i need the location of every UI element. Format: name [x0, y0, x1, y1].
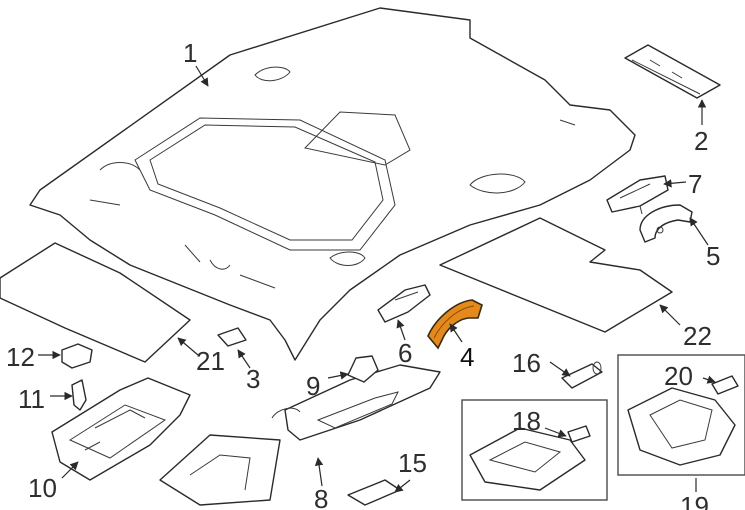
- detail-box-20: [617, 354, 745, 476]
- callout-5: 5: [706, 241, 720, 271]
- leader-3: [237, 349, 251, 369]
- bulb-part-16: [561, 361, 603, 389]
- callout-7: 7: [688, 169, 702, 199]
- callout-9: 9: [306, 371, 320, 401]
- clip-part-7: [606, 175, 669, 215]
- leader-10: [61, 461, 79, 479]
- leader-18: [544, 427, 567, 438]
- leader-lines: [38, 65, 716, 493]
- callout-6: 6: [398, 338, 412, 368]
- cap-part-12: [61, 343, 93, 369]
- callout-16: 16: [512, 348, 541, 378]
- callout-3: 3: [246, 364, 260, 394]
- leader-20: [702, 375, 716, 384]
- leader-4: [449, 323, 463, 343]
- callout-18: 18: [512, 406, 541, 436]
- lamp-assembly-lower: [159, 434, 281, 506]
- callout-8: 8: [314, 484, 328, 510]
- grab-handle-part-5: [639, 204, 693, 243]
- bracket-part-2: [624, 44, 721, 99]
- callout-labels: 1 2 3 4 5 6 7 8 9 10 11 12 15 16 18 19 2…: [6, 38, 720, 510]
- detail-box-18: [461, 399, 608, 501]
- leader-8: [314, 457, 324, 487]
- callout-12: 12: [6, 342, 35, 372]
- pad-part-3: [217, 327, 247, 347]
- leader-7: [663, 179, 687, 188]
- clip-part-9: [347, 355, 379, 383]
- insulator-part-21: [0, 242, 191, 363]
- lens-part-15: [347, 479, 401, 506]
- leader-1: [195, 65, 209, 87]
- callout-1: 1: [183, 38, 197, 68]
- callout-10: 10: [28, 473, 57, 503]
- leader-5: [689, 217, 709, 246]
- pin-part-11: [71, 379, 87, 411]
- callout-22: 22: [683, 321, 712, 351]
- headliner-part-1: [29, 7, 636, 361]
- callout-20: 20: [664, 361, 693, 391]
- callout-19: 19: [680, 491, 709, 510]
- leader-21: [177, 337, 199, 356]
- leader-9: [327, 371, 349, 380]
- grab-handle-part-4: [427, 299, 483, 350]
- leader-15: [394, 479, 411, 493]
- callout-4: 4: [460, 342, 474, 372]
- callout-2: 2: [694, 126, 708, 156]
- callout-15: 15: [398, 448, 427, 478]
- leader-6: [396, 319, 406, 341]
- insulator-part-22: [439, 217, 673, 333]
- clip-part-6: [377, 284, 431, 323]
- callout-21: 21: [196, 346, 225, 376]
- leader-22: [659, 304, 681, 326]
- leader-16: [549, 361, 571, 377]
- callout-11: 11: [18, 384, 45, 414]
